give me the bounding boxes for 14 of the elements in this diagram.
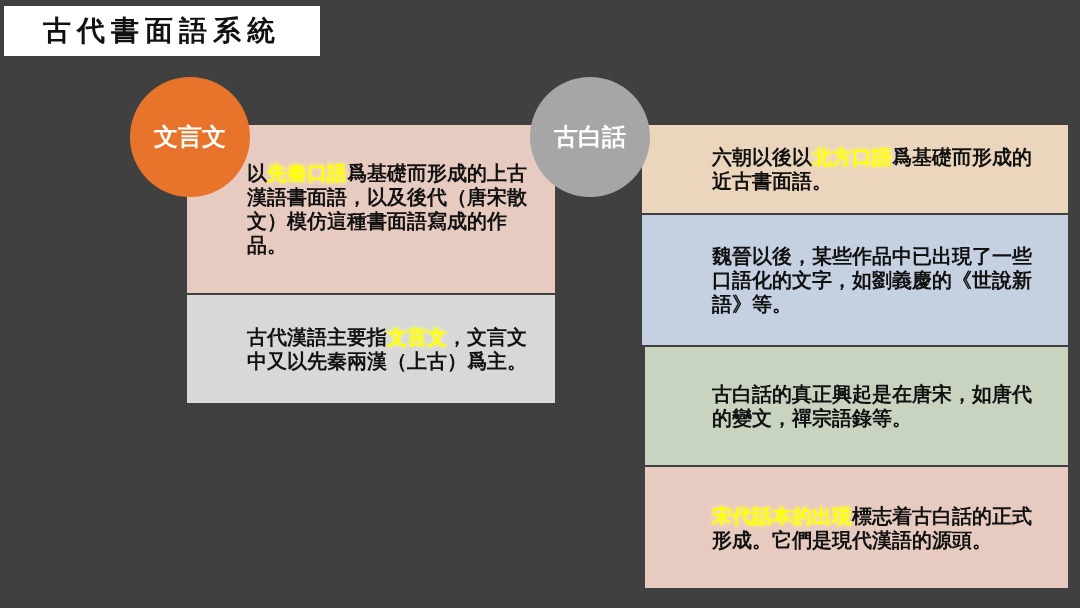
text-panel <box>642 215 1068 345</box>
description-text: 魏晉以後，某些作品中已出現了一些口語化的文字，如劉義慶的《世說新語》等。 <box>712 244 1033 316</box>
text-panel <box>645 347 1068 465</box>
description-text: 六朝以後以北方口語爲基礎而形成的近古書面語。 <box>712 145 1033 193</box>
description-text: 古白話的真正興起是在唐宋，如唐代的變文，禪宗語錄等。 <box>712 382 1033 430</box>
slide-title: 古代書面語系統 <box>4 6 320 56</box>
description-text: 以先秦口語爲基礎而形成的上古漢語書面語，以及後代（唐宋散文）模仿這種書面語寫成的作品。 <box>247 161 527 257</box>
text-panel <box>642 125 1068 213</box>
text-panel <box>645 467 1068 588</box>
description-text: 古代漢語主要指文言文，文言文中又以先秦兩漢（上古）爲主。 <box>247 325 527 373</box>
badge-label: 古白話 <box>554 122 626 153</box>
description-text: 宋代話本的出現標志着古白話的正式形成。它們是現代漢語的源頭。 <box>712 503 1033 552</box>
text-panel <box>187 295 555 403</box>
badge-label: 文言文 <box>154 122 226 153</box>
